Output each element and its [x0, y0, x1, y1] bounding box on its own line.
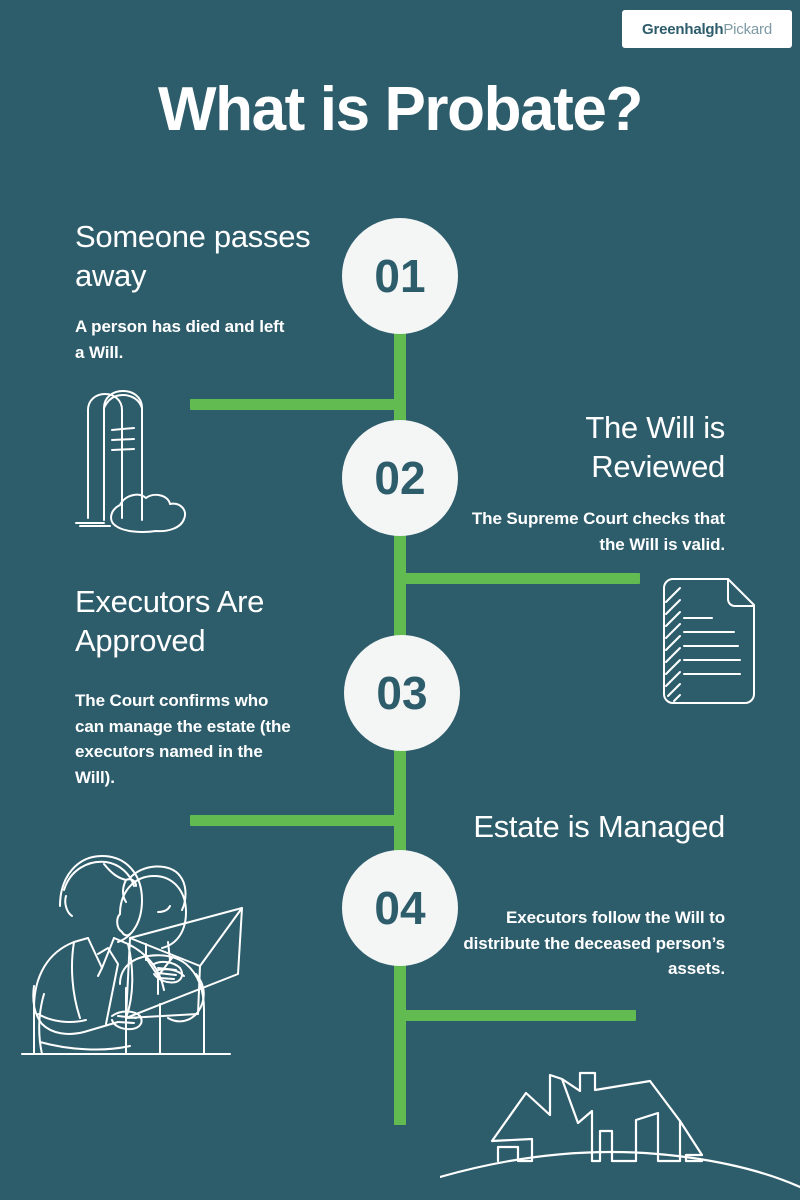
- step-number-01: 01: [374, 250, 426, 302]
- timeline-spine-segment-4: [394, 945, 406, 1125]
- step-body-02: The Supreme Court checks that the Will i…: [471, 509, 725, 554]
- step-heading-04: Estate is Managed: [473, 809, 725, 844]
- step-marker-03[interactable]: 03: [344, 635, 460, 751]
- house-illustration: [440, 1035, 800, 1200]
- step-marker-04[interactable]: 04: [342, 850, 458, 966]
- timeline-spine-segment-2: [394, 515, 406, 655]
- page-title: What is Probate?: [158, 75, 643, 144]
- step-body-04: Executors follow the Will to distribute …: [463, 908, 725, 978]
- step-number-03: 03: [376, 667, 428, 719]
- timeline-connector-right-2: [398, 573, 640, 584]
- step-marker-02[interactable]: 02: [342, 420, 458, 536]
- logo-primary-text: Greenhalgh: [642, 20, 724, 38]
- step-heading-03: Executors Are Approved: [75, 584, 265, 658]
- step-heading-02: The Will is Reviewed: [585, 410, 725, 484]
- timeline-spine-segment-3: [394, 730, 406, 870]
- step-body-01: A person has died and left a Will.: [75, 317, 285, 362]
- step-number-02: 02: [374, 452, 426, 504]
- step-marker-01[interactable]: 01: [342, 218, 458, 334]
- step-body-03: The Court confirms who can manage the es…: [75, 691, 291, 787]
- timeline-connector-left-3: [190, 815, 402, 826]
- gravestone-illustration: [64, 378, 244, 538]
- timeline-connector-left-1: [190, 399, 402, 410]
- timeline-connector-right-4: [398, 1010, 636, 1021]
- step-heading-01: Someone passes away: [75, 219, 311, 293]
- two-people-reviewing-illustration: [8, 818, 258, 1068]
- logo-secondary-text: Pickard: [723, 20, 772, 38]
- document-illustration: [650, 572, 770, 712]
- step-number-04: 04: [374, 882, 426, 934]
